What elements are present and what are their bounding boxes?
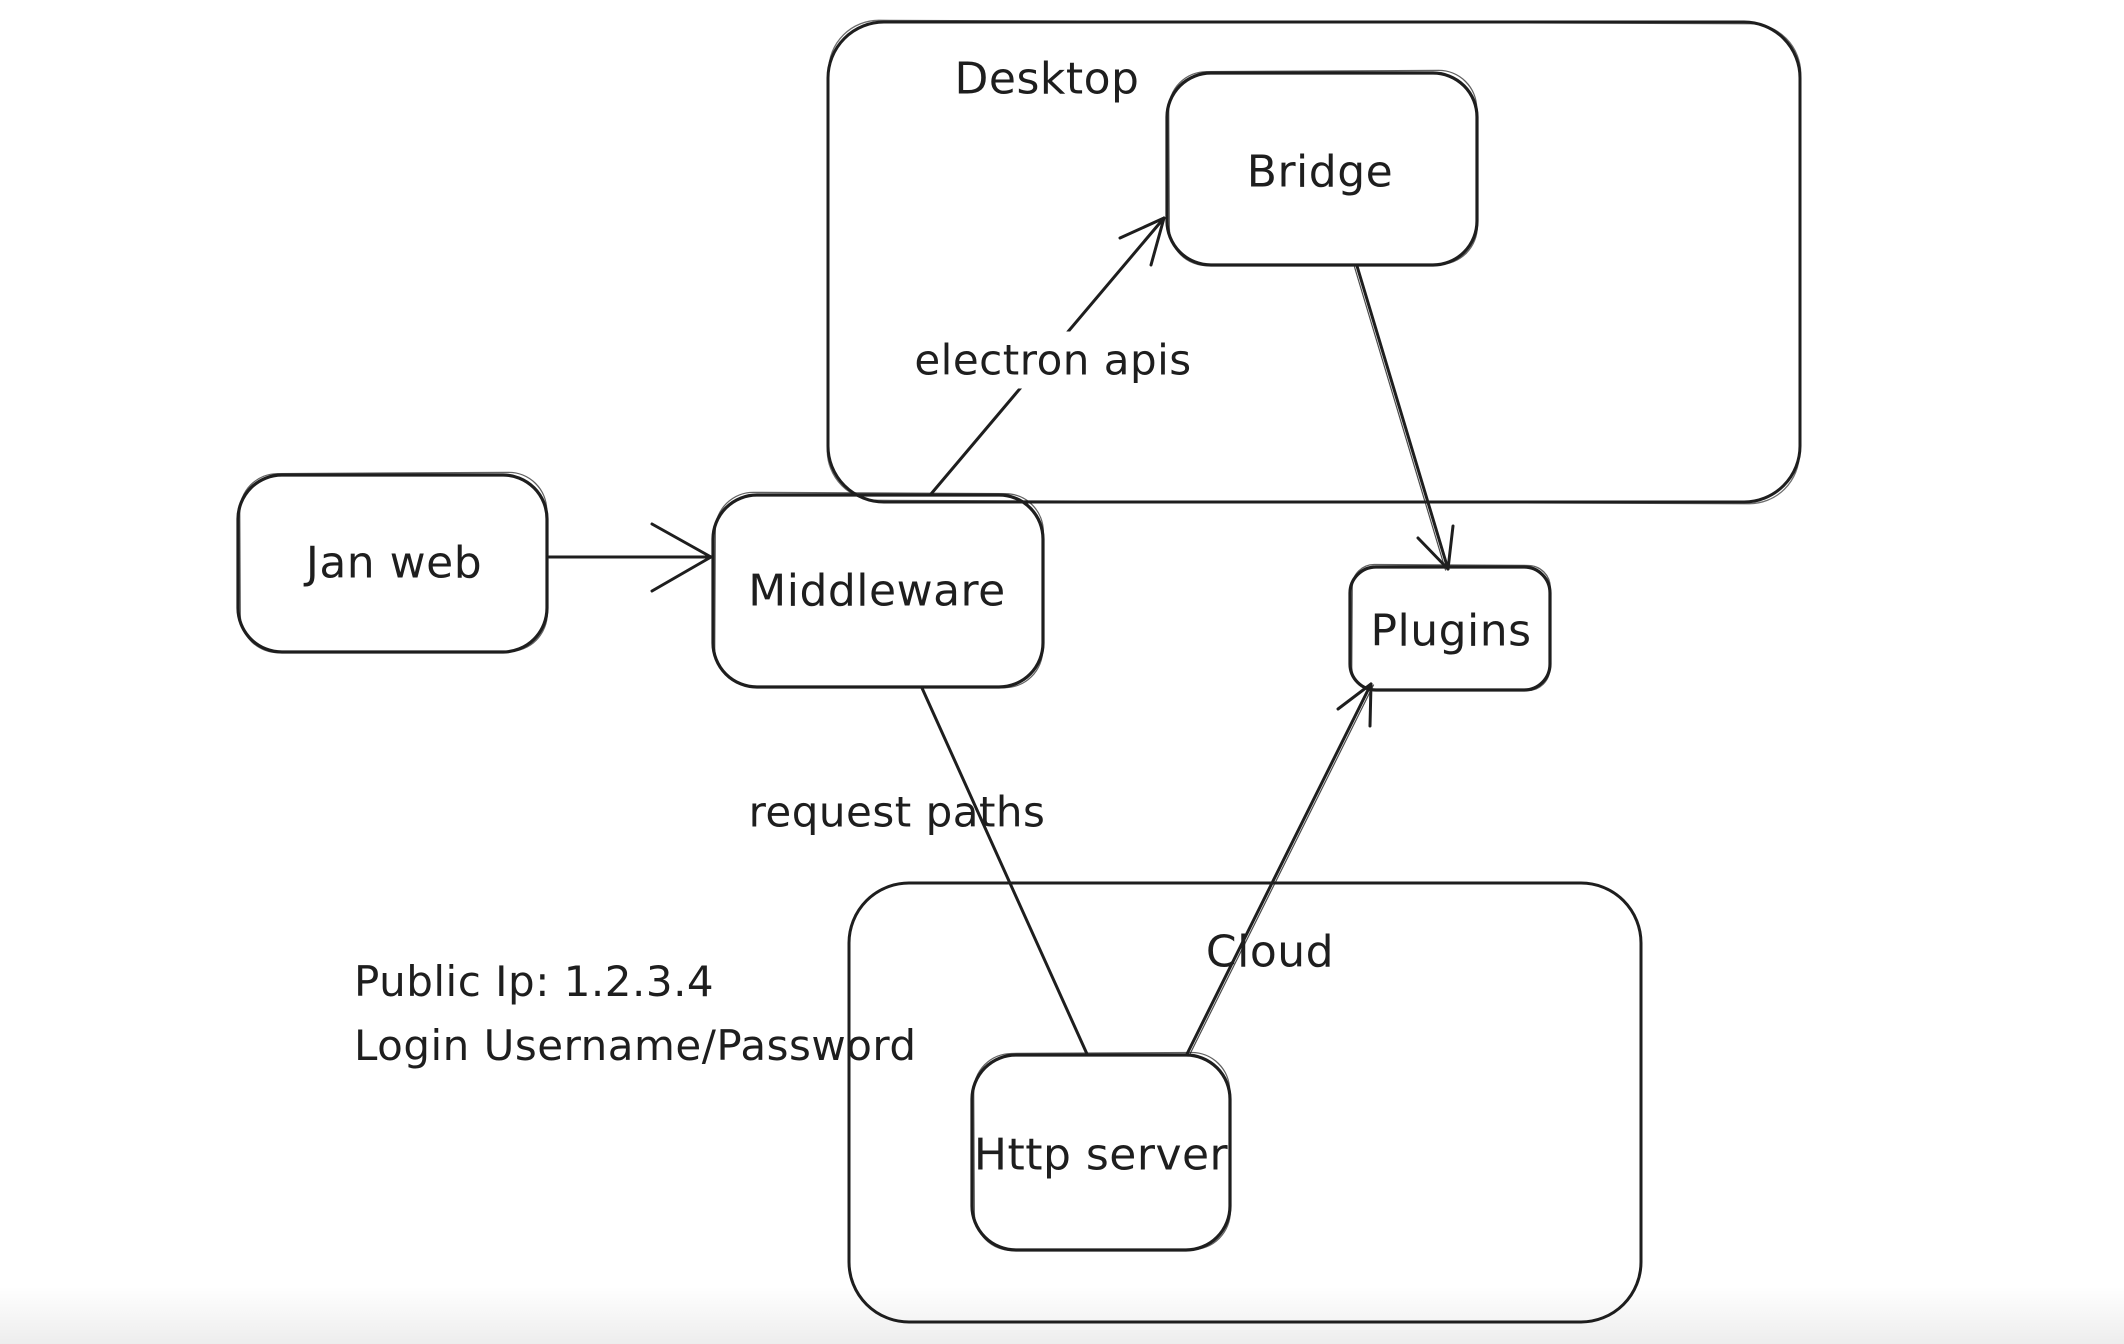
edge-middleware-http-server[interactable]	[920, 686, 1089, 1056]
public-ip-text: Public Ip: 1.2.3.4	[354, 957, 715, 1006]
edge-bridge-plugins[interactable]	[1353, 264, 1455, 571]
http-server-label: Http server	[973, 1129, 1229, 1181]
edge-http-server-plugins[interactable]	[1185, 682, 1375, 1056]
bridge-label: Bridge	[1246, 146, 1394, 198]
login-text: Login Username/Password	[354, 1021, 917, 1070]
node-cloud-container[interactable]	[847, 881, 1643, 1324]
node-plugins[interactable]	[1348, 563, 1552, 692]
arrowhead-http-server-plugins	[1336, 682, 1373, 728]
arrowhead-jan-web-middleware	[650, 522, 713, 593]
edge-jan-web-middleware[interactable]	[547, 522, 713, 593]
desktop-container-label[interactable]: Desktop	[954, 53, 1140, 105]
edge-label-electron-apis[interactable]: electron apis	[898, 331, 1208, 389]
node-desktop-container[interactable]	[826, 19, 1802, 505]
cloud-container-label[interactable]: Cloud	[1205, 926, 1335, 978]
credentials-note[interactable]: Public Ip: 1.2.3.4 Login Username/Passwo…	[354, 950, 917, 1078]
jan-web-label: Jan web	[305, 537, 483, 589]
plugins-label: Plugins	[1370, 605, 1532, 657]
arrowhead-bridge-plugins	[1416, 524, 1455, 571]
edge-label-request-paths[interactable]: request paths	[748, 787, 1046, 837]
arrowhead-middleware-bridge	[1118, 216, 1166, 267]
node-bridge[interactable]	[1165, 69, 1479, 267]
middleware-label: Middleware	[748, 565, 1006, 617]
node-jan-web[interactable]	[236, 471, 549, 654]
node-middleware[interactable]	[711, 491, 1045, 689]
node-http-server[interactable]	[970, 1051, 1232, 1252]
